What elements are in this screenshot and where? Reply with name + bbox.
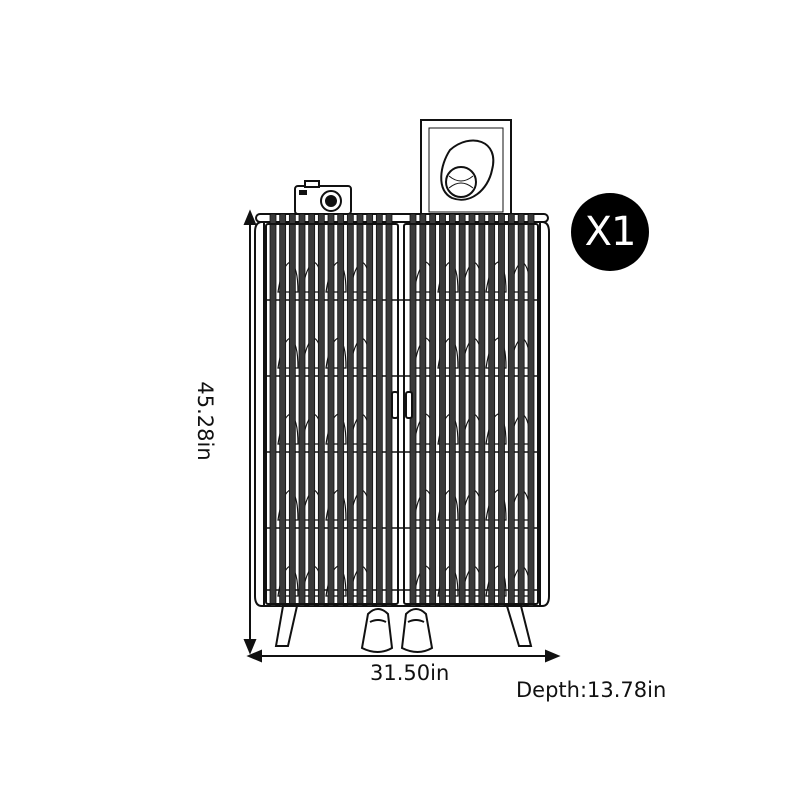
door-slat [346, 213, 354, 607]
door-slat [478, 213, 486, 607]
door-slat [375, 213, 383, 607]
height-label: 45.28in [193, 381, 217, 461]
door-slat [366, 213, 374, 607]
door-slat [429, 213, 437, 607]
picture-frame-icon [420, 119, 512, 219]
depth-label: Depth:13.78in [516, 678, 667, 702]
width-dimension-line [246, 649, 561, 663]
door-slat [269, 213, 277, 607]
camera-icon [294, 180, 352, 215]
door-slat [419, 213, 427, 607]
cabinet-legs [274, 605, 533, 647]
door-slat [458, 213, 466, 607]
door-slat [507, 213, 515, 607]
quantity-badge: X1 [571, 193, 649, 271]
door-handles [391, 391, 413, 419]
height-dimension-line [243, 209, 257, 655]
door-slat [517, 213, 525, 607]
door-slat [468, 213, 476, 607]
door-slat [298, 213, 306, 607]
shoes-icon [360, 608, 434, 653]
door-slat [498, 213, 505, 607]
door-slat [488, 213, 496, 607]
left-door-slats [269, 213, 393, 607]
right-door-slats [409, 213, 535, 607]
door-slat [317, 213, 325, 607]
door-slat [279, 213, 287, 607]
door-slat [288, 213, 296, 607]
door-slat [327, 213, 335, 607]
door-slat [439, 213, 446, 607]
door-slat [337, 213, 345, 607]
door-slat [527, 213, 535, 607]
door-slat [308, 213, 316, 607]
door-slat [356, 213, 364, 607]
door-slat [448, 213, 456, 607]
width-label: 31.50in [370, 661, 450, 685]
